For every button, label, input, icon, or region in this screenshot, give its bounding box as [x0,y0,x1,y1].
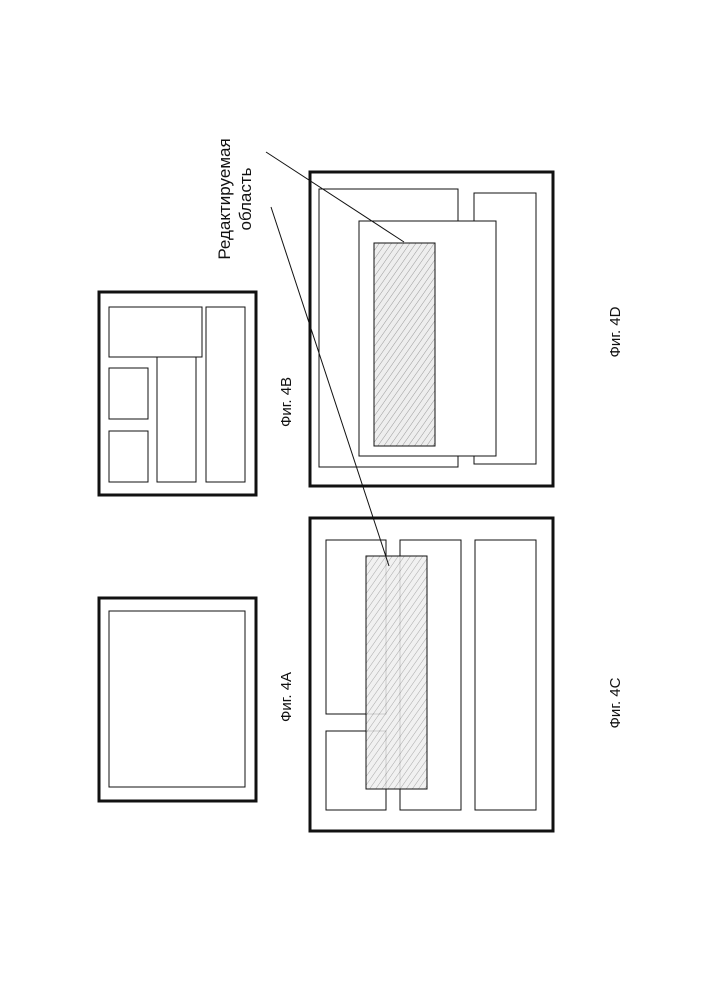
fig-4d-caption: Фиг. 4D [607,306,624,357]
callout-leader-to-fig-4d [266,152,404,242]
fig-4a-device-frame [99,598,256,801]
figure-4b: Фиг. 4B [99,292,295,495]
fig-4c-device-frame [310,518,553,831]
fig-4a-editable-area [109,611,245,787]
callout-label-line1: Редактируемая [215,138,234,259]
fig-4d-editable-area [374,243,435,446]
fig-4a-caption: Фиг. 4A [278,672,295,722]
fig-4c-panel-right [475,540,536,810]
figure-4d: Фиг. 4D [310,172,624,486]
fig-4b-panel-small-2 [109,431,148,482]
fig-4b-panel-small-1 [109,368,148,419]
fig-4b-panel-middle [157,357,196,482]
fig-4c-editable-area [366,556,427,789]
figure-4a: Фиг. 4A [99,598,295,801]
fig-4b-panel-right [206,307,245,482]
fig-4b-panel-top [109,307,202,357]
figure-4c: Фиг. 4C [310,518,624,831]
fig-4b-caption: Фиг. 4B [278,377,295,427]
fig-4b-device-frame [99,292,256,495]
callout-label-line2: область [236,167,255,230]
fig-4c-caption: Фиг. 4C [607,677,624,728]
